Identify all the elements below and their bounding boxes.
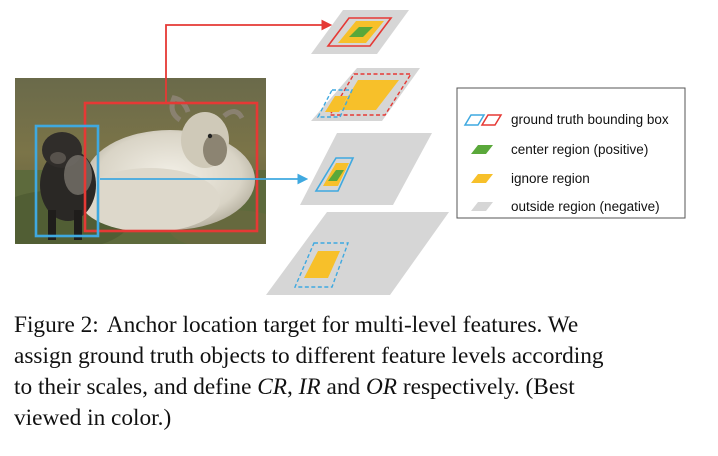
figure-caption: Figure 2: Anchor location target for mult… <box>14 310 706 434</box>
caption-line-3-post: respectively. (Best <box>397 374 575 400</box>
caption-line-2: assign ground truth objects to different… <box>14 343 604 369</box>
caption-mid: and <box>320 374 366 400</box>
caption-math-cr: CR <box>257 374 288 400</box>
figure-illustration: ground truth bounding box center region … <box>15 10 686 295</box>
caption-figure-label: Figure 2: <box>14 312 99 338</box>
legend-ground-truth-icon <box>463 114 503 126</box>
blue-bounding-box <box>34 124 100 238</box>
sheep-photo <box>15 78 266 244</box>
feature-level-2 <box>311 68 420 121</box>
legend-label-ignore: ignore region <box>511 171 590 186</box>
legend-label-outside: outside region (negative) <box>511 199 660 214</box>
legend-label-ground-truth: ground truth bounding box <box>511 112 669 127</box>
feature-level-3 <box>300 133 432 205</box>
caption-line-1-text: Anchor location target for multi-level f… <box>106 312 579 338</box>
feature-level-4 <box>266 212 449 295</box>
caption-line-1: Figure 2: Anchor location target for mult… <box>14 310 706 341</box>
caption-line-3-pre: to their scales, and define <box>14 374 258 400</box>
caption-sep-1: , <box>287 374 299 400</box>
caption-math-or: OR <box>365 374 398 400</box>
legend-outside-icon <box>471 202 493 211</box>
caption-math-ir: IR <box>298 374 321 400</box>
caption-line-4: viewed in color.) <box>14 405 172 431</box>
legend-ignore-icon <box>471 174 493 183</box>
legend: ground truth bounding box center region … <box>456 87 686 219</box>
legend-label-center: center region (positive) <box>511 142 648 157</box>
red-bounding-box <box>83 101 259 233</box>
feature-level-1 <box>311 10 409 54</box>
caption-line-3: to their scales, and define CR, IR and O… <box>14 372 706 403</box>
red-arrow <box>165 19 333 103</box>
legend-frame <box>456 87 686 219</box>
legend-center-icon <box>471 145 493 154</box>
